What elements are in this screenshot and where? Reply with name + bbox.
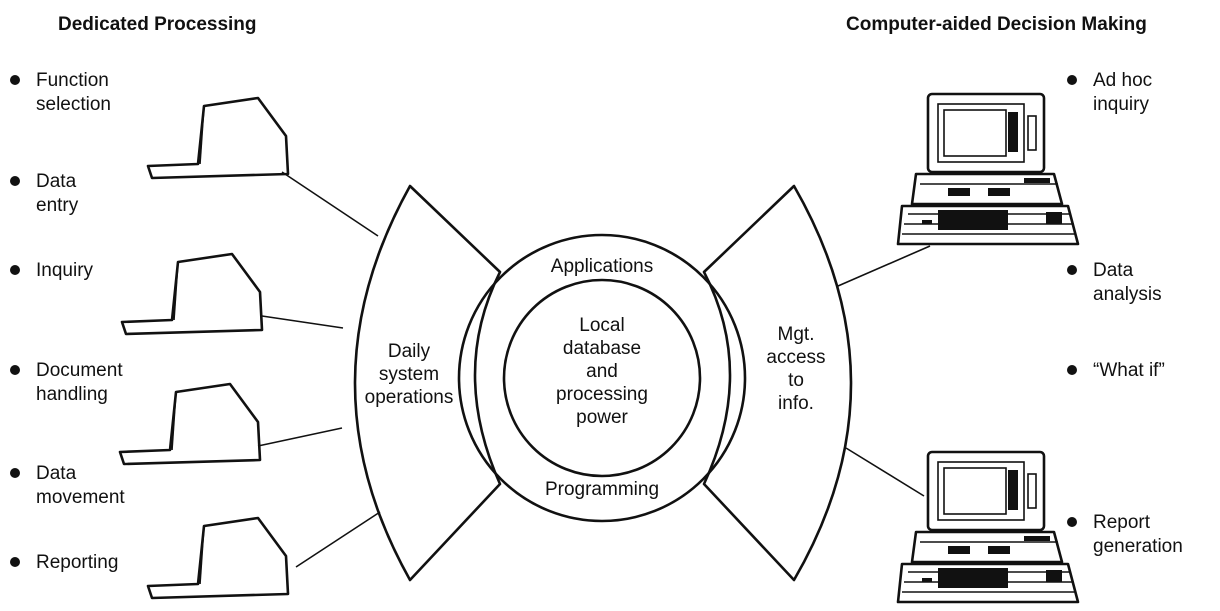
bullet-icon [10,557,20,567]
list-item-line-1: Function [36,70,109,91]
bullet-icon [1067,517,1077,527]
list-item: “What if” [1067,360,1165,381]
list-item-line-2: selection [36,94,111,115]
list-item: Document handling [10,360,123,405]
list-item-line-1: Inquiry [36,260,94,281]
left-wedge-line-2: system [379,364,439,385]
left-heading: Dedicated Processing [58,14,257,35]
bullet-icon [10,75,20,85]
right-list: Ad hoc inquiry Data analysis “What if” R… [1067,70,1183,557]
right-wedge-line-1: Mgt. [778,324,815,345]
bullet-icon [10,176,20,186]
list-item: Data movement [10,463,125,508]
right-heading: Computer-aided Decision Making [846,14,1147,35]
bullet-icon [1067,365,1077,375]
list-item: Reporting [10,552,118,573]
ring-label-top: Applications [551,256,653,277]
list-item-line-1: Report [1093,512,1151,533]
desktop-computer-icon [896,92,1080,246]
core-line-3: and [586,361,618,382]
list-item-line-2: analysis [1093,284,1162,305]
list-item: Ad hoc inquiry [1067,70,1152,115]
right-wedge-shape [702,184,853,582]
right-wedge-line-3: to [788,370,804,391]
terminal-icon [146,96,290,180]
terminal-icon [146,516,290,600]
left-wedge-line-1: Daily [388,341,431,362]
ring-label-bottom: Programming [545,479,659,500]
connector-line [837,245,931,287]
left-wedge-shape [353,184,502,582]
list-item-line-1: Data [36,463,77,484]
list-item: Function selection [10,70,111,115]
bullet-icon [10,265,20,275]
list-item-line-1: Ad hoc [1093,70,1152,91]
terminal-icon [120,252,264,336]
list-item: Inquiry [10,260,94,281]
connector-line [257,427,343,447]
list-item-line-2: movement [36,487,125,508]
list-item-line-1: Data [1093,260,1134,281]
list-item-line-1: Document [36,360,123,381]
list-item: Data entry [10,171,79,216]
desktop-computer-icon [896,450,1080,604]
left-wedge-line-3: operations [365,387,454,408]
bullet-icon [10,365,20,375]
bullet-icon [1067,75,1077,85]
list-item-line-1: Reporting [36,552,118,573]
core-line-5: power [576,407,628,428]
outer-ring [457,233,747,523]
list-item-line-2: handling [36,384,108,405]
connector-line [295,511,381,568]
inner-ring [502,278,702,478]
bullet-icon [10,468,20,478]
connector-line [845,447,925,497]
bullet-icon [1067,265,1077,275]
list-item: Data analysis [1067,260,1162,305]
right-wedge-line-4: info. [778,393,814,414]
list-item-line-1: “What if” [1093,360,1165,381]
right-connectors [837,245,931,497]
right-wedge-line-2: access [766,347,825,368]
core-line-1: Local [579,315,624,336]
core-line-4: processing [556,384,648,405]
left-connectors [257,171,381,568]
connector-line [261,315,344,329]
terminal-icon [118,382,262,466]
list-item-line-2: generation [1093,536,1183,557]
core-line-2: database [563,338,641,359]
list-item-line-1: Data [36,171,77,192]
left-list: Function selection Data entry Inquiry Do… [10,70,125,573]
list-item-line-2: entry [36,195,79,216]
list-item-line-2: inquiry [1093,94,1149,115]
list-item: Report generation [1067,512,1183,557]
connector-line [281,171,379,237]
